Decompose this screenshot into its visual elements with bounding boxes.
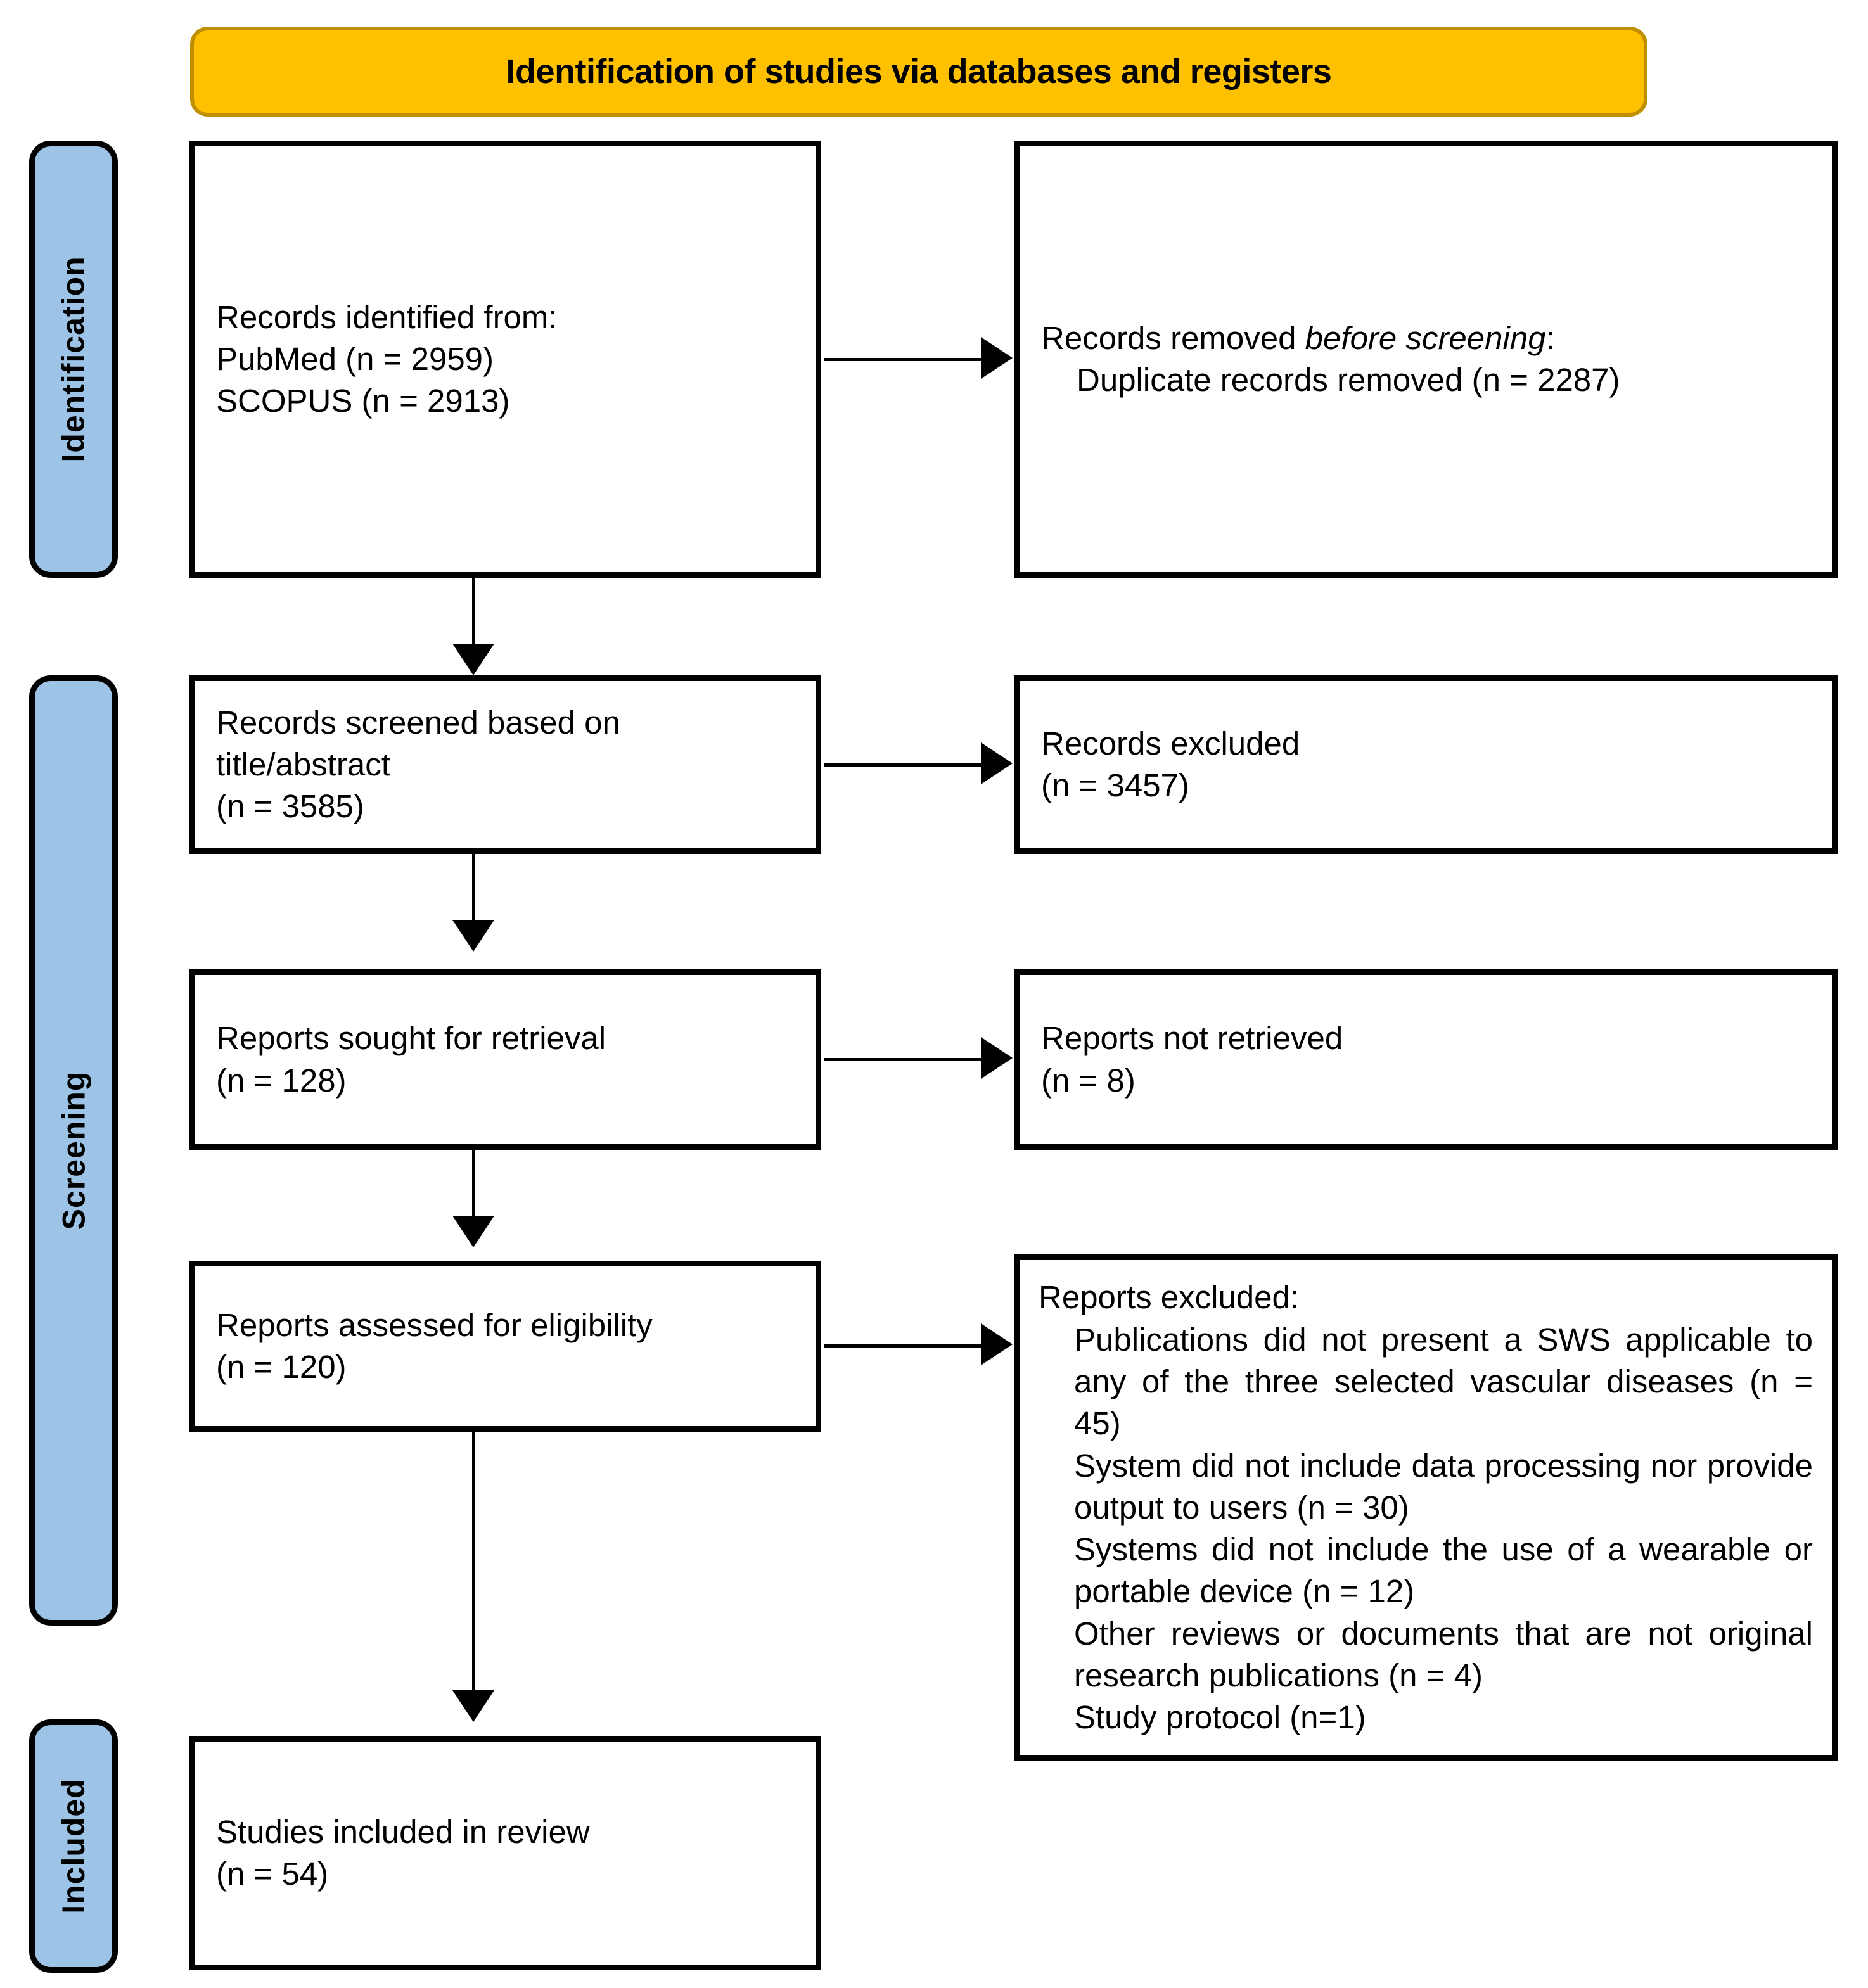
records-identified-line-1: Records identified from: [216, 298, 558, 335]
box-reports-excluded: Reports excluded: Publications did not p… [1014, 1254, 1838, 1761]
box-reports-assessed: Reports assessed for eligibility (n = 12… [189, 1261, 821, 1432]
records-excluded-line-1: Records excluded [1041, 725, 1300, 761]
stage-identification: Identification [29, 141, 118, 578]
records-screened-line-2: title/abstract [216, 746, 390, 782]
connector-sought-to-assessed-line [472, 1150, 475, 1232]
box-reports-sought: Reports sought for retrieval (n = 128) [189, 969, 821, 1150]
records-removed-detail: Duplicate records removed (n = 2287) [1077, 362, 1620, 398]
connector-assessed-to-excluded-arrowhead [981, 1323, 1013, 1365]
reports-excluded-reason-5: Study protocol (n=1) [1074, 1699, 1366, 1736]
connector-screened-to-sought-arrowhead [452, 920, 494, 952]
records-removed-heading-suffix: : [1545, 319, 1555, 356]
records-removed-heading: Records removed before screening: [1041, 317, 1810, 359]
connector-assessed-to-excluded-line [824, 1344, 988, 1348]
studies-included-line-1: Studies included in review [216, 1813, 590, 1850]
reports-not-retrieved-line-2: (n = 8) [1041, 1062, 1136, 1099]
records-excluded-line-2: (n = 3457) [1041, 767, 1189, 803]
box-records-removed: Records removed before screening: Duplic… [1014, 141, 1838, 578]
connector-identified-to-removed-arrowhead [981, 337, 1013, 379]
records-removed-heading-italic: before screening [1305, 319, 1546, 356]
connector-screened-to-excluded-arrowhead [981, 742, 1013, 784]
stage-included: Included [29, 1719, 118, 1973]
records-screened-line-1: Records screened based on [216, 704, 620, 741]
reports-sought-line-2: (n = 128) [216, 1062, 347, 1099]
connector-identified-to-screened-line [472, 578, 475, 660]
box-records-identified: Records identified from: PubMed (n = 295… [189, 141, 821, 578]
reports-excluded-reason-2: System did not include data processing n… [1074, 1447, 1813, 1526]
box-studies-included: Studies included in review (n = 54) [189, 1736, 821, 1970]
connector-identified-to-screened-arrowhead [452, 644, 494, 675]
stage-included-label: Included [56, 1778, 92, 1914]
reports-excluded-heading: Reports excluded: [1039, 1279, 1300, 1316]
reports-excluded-reason-3: Systems did not include the use of a wea… [1074, 1531, 1813, 1610]
connector-assessed-to-included-arrowhead [452, 1690, 494, 1722]
reports-excluded-reason-1: Publications did not present a SWS appli… [1074, 1321, 1813, 1442]
studies-included-line-2: (n = 54) [216, 1856, 329, 1892]
connector-sought-to-not-retrieved-line [824, 1058, 988, 1061]
box-records-screened: Records screened based on title/abstract… [189, 675, 821, 854]
connector-screened-to-sought-line [472, 854, 475, 936]
records-removed-heading-prefix: Records removed [1041, 319, 1305, 356]
stage-identification-label: Identification [56, 256, 92, 462]
records-identified-line-3: SCOPUS (n = 2913) [216, 383, 510, 419]
reports-assessed-line-1: Reports assessed for eligibility [216, 1306, 653, 1343]
stage-screening: Screening [29, 675, 118, 1626]
reports-sought-line-1: Reports sought for retrieval [216, 1020, 606, 1057]
stage-screening-label: Screening [56, 1071, 91, 1230]
connector-sought-to-not-retrieved-arrowhead [981, 1037, 1013, 1079]
reports-assessed-line-2: (n = 120) [216, 1349, 347, 1385]
box-records-excluded: Records excluded (n = 3457) [1014, 675, 1838, 854]
records-screened-line-3: (n = 3585) [216, 788, 364, 825]
connector-assessed-to-included-line [472, 1432, 475, 1711]
banner-title: Identification of studies via databases … [506, 53, 1332, 91]
box-reports-not-retrieved: Reports not retrieved (n = 8) [1014, 969, 1838, 1150]
reports-not-retrieved-line-1: Reports not retrieved [1041, 1020, 1343, 1057]
records-identified-line-2: PubMed (n = 2959) [216, 340, 494, 377]
reports-excluded-reason-4: Other reviews or documents that are not … [1074, 1615, 1813, 1694]
connector-identified-to-removed-line [824, 358, 988, 361]
connector-screened-to-excluded-line [824, 763, 988, 767]
diagram-header-banner: Identification of studies via databases … [190, 27, 1647, 117]
connector-sought-to-assessed-arrowhead [452, 1216, 494, 1247]
